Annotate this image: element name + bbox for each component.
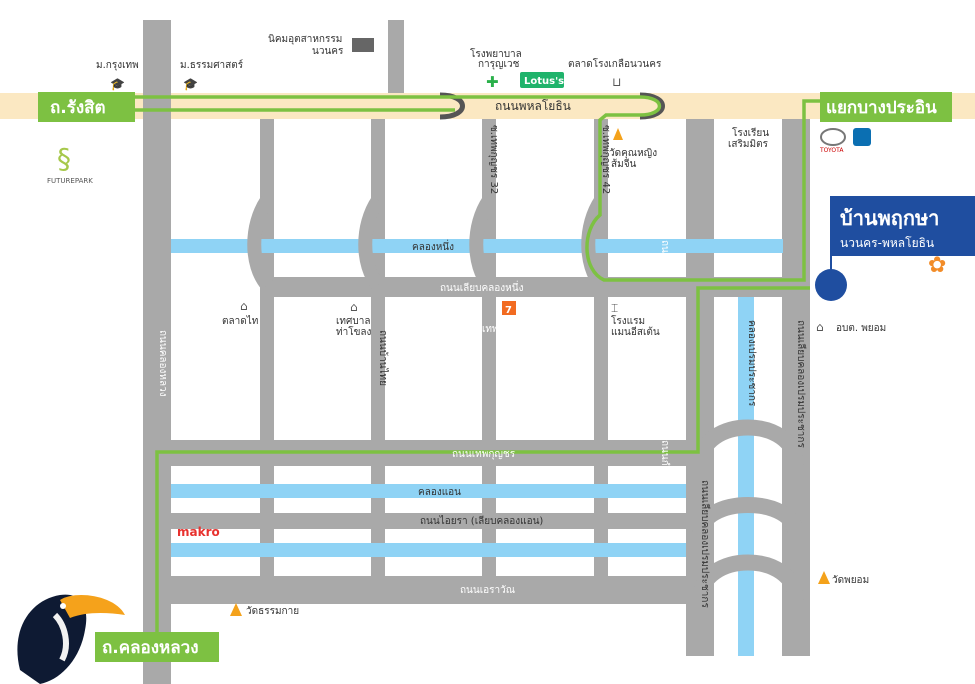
label-wa3: ถนนกำ [659, 440, 670, 471]
toyota-logo [820, 128, 846, 146]
place-hotel: โรงแรม [611, 314, 645, 327]
route-line [135, 95, 820, 632]
building-icon: ⌂ [350, 300, 358, 314]
toyota-text: TOYOTA [819, 147, 844, 154]
label-phahon: ถนนพหลโยธิน [495, 99, 571, 113]
seven-eleven-logo [502, 301, 516, 315]
place-wat-khun-2: ส้มจีน [611, 158, 637, 170]
label-liap-khlong-prem-2: ถนนเลียบคลองเปรมประชากร [795, 320, 807, 448]
factory-icon [352, 38, 374, 52]
place-wat-payom: วัดพยอม [832, 575, 869, 586]
label-bandai: ถนนบ้านไทย [377, 330, 389, 386]
place-wat-thammakai: วัดธรรมกาย [246, 606, 299, 617]
tag-rangsit-bg [38, 92, 135, 122]
place-municipal-2: ท่าโขลง [336, 325, 372, 338]
graduation-icon: 🎓 [183, 77, 198, 91]
label-khlong-aen: คลองแอน [418, 487, 461, 498]
label-soi42: ซ.เทพกุญชร 42 [600, 125, 611, 194]
makro-logo: makro [177, 525, 220, 539]
temple-icon [230, 603, 242, 616]
place-bangkok-u: ม.กรุงเทพ [96, 60, 139, 71]
place-talad-thai: ตลาดไท [222, 315, 258, 327]
place-abt: อบต. พยอม [836, 323, 886, 334]
futurepark-logo-icon: § [57, 142, 71, 175]
label-khlong-nueng: คลองหนึ่ง [412, 239, 454, 253]
flower-icon: ✿ [928, 253, 946, 278]
place-hospital-2: การุญเวช [478, 59, 520, 70]
basket-icon: ⊔ [612, 75, 621, 89]
place-hotel-2: แมนอีสเต้น [611, 326, 660, 338]
place-futurepark: FUTUREPARK [47, 177, 93, 185]
place-wat-khun: วัดคุณหญิง [609, 148, 657, 159]
tag-khlong-luang-bg [95, 632, 219, 662]
graduation-icon: 🎓 [110, 77, 125, 91]
canals [171, 239, 783, 656]
arches [692, 419, 804, 601]
place-municipal: เทศบาล [336, 316, 370, 327]
toucan-illustration [17, 594, 125, 684]
label-khlong-luang-road: ถนนคลองหลวง [157, 330, 168, 397]
label-soi32: ซ.เทพกุญชร 32 [488, 125, 499, 194]
temple-icon [613, 128, 623, 140]
label-tepkunchon: ถนนเทพกุญชร [452, 449, 516, 460]
place-school: โรงเรียน [732, 126, 769, 139]
shop-icon: ⌂ [240, 299, 248, 313]
bed-icon: ⌶ [611, 301, 618, 315]
label-liap-khlong-nueng: ถนนเลียบคลองหนึ่ง [440, 280, 524, 294]
tag-bang-pra-in-bg [820, 92, 952, 122]
place-hospital: โรงพยาบาล [470, 47, 522, 60]
tag-rangsit: ถ.รังสิต [50, 98, 106, 118]
label-wa2: ถนนกำ [659, 240, 670, 271]
place-school-2: เสริมมิตร [728, 139, 769, 150]
marker-pin [815, 269, 847, 301]
label-wa: เทพ [482, 324, 499, 335]
destination-card[interactable]: บ้านพฤกษา นวนคร-พหลโยธิน [830, 196, 975, 256]
destination-title: บ้านพฤกษา [840, 206, 940, 230]
label-liap-khlong-prem-1: ถนนเลียบคลองเปรมประชากร [699, 480, 711, 608]
destination-subtitle: นวนคร-พหลโยธิน [840, 236, 935, 250]
place-thammasat: ม.ธรรมศาสตร์ [180, 59, 244, 71]
tag-bang-pra-in: แยกบางประอิน [826, 98, 937, 118]
government-icon: ⌂ [816, 320, 824, 334]
seven-eleven-num: 7 [505, 305, 512, 316]
lotus-logo: Lotus's [524, 76, 564, 87]
label-aiyara: ถนนไอยรา (เลียบคลองแอน) [420, 515, 543, 527]
place-market: ตลาดโรงเกลือนวนคร [568, 57, 662, 70]
bank-logo [853, 128, 871, 146]
temple-icon [818, 571, 830, 584]
place-navanakorn-ind-2: นวนคร [312, 46, 344, 57]
lotus-logo-bg [520, 72, 564, 88]
label-erawan: ถนนเอราวัณ [460, 585, 515, 596]
hospital-cross-icon: ✚ [486, 73, 499, 91]
label-khlong-prem: คลองเปรมประชากร [746, 320, 757, 407]
place-navanakorn-ind: นิคมอุตสาหกรรม [268, 34, 342, 45]
tag-khlong-luang: ถ.คลองหลวง [102, 638, 199, 658]
canal-bridges [247, 196, 608, 290]
